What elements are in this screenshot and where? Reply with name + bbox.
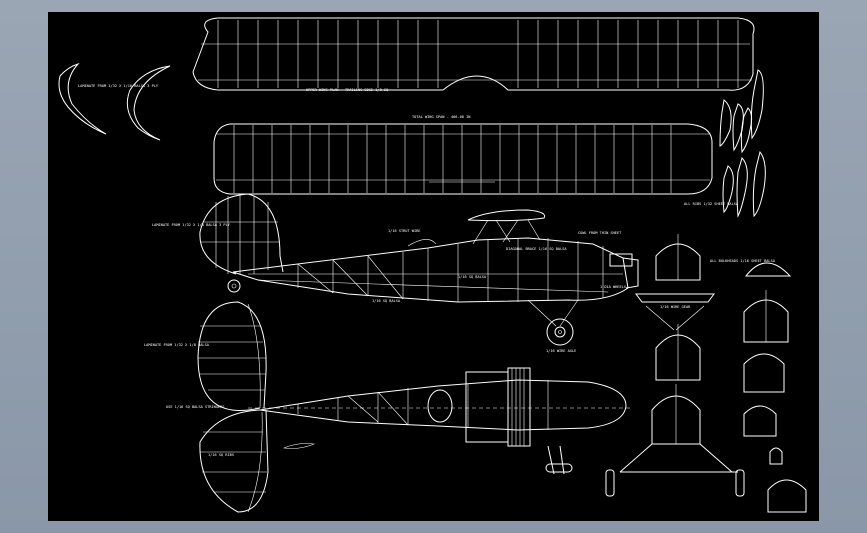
cowl-note: COWL FROM THIN SHEET bbox=[578, 231, 622, 235]
stab-side-note: LAMINATE FROM 1/32 X 1/8 BALSA bbox=[144, 343, 210, 347]
upper-wing-plan bbox=[192, 17, 755, 91]
fuselage-note-2: 1/16 SQ BALSA bbox=[458, 275, 487, 279]
lower-wing-ribs bbox=[233, 125, 672, 193]
cabane-note: 1/16 STRUT WIRE bbox=[388, 229, 420, 233]
wing-tip-outline-right bbox=[126, 65, 171, 141]
rib-note: ALL RIBS 1/32 SHEET BALSA bbox=[684, 202, 739, 206]
top-view-note: USE 1/16 SQ BALSA STRINGERS bbox=[166, 405, 224, 409]
upper-wing-ribs bbox=[217, 20, 739, 88]
lower-wing-plan bbox=[213, 123, 713, 195]
gear-front-note: 1/16 WIRE GEAR bbox=[660, 305, 691, 309]
fuselage-note-3: 1/16 SQ BALSA bbox=[372, 299, 401, 303]
front-view-top bbox=[635, 293, 715, 381]
upper-wing-title: UPPER WING PLAN - TRAILING EDGE 1/8 SQ bbox=[306, 88, 388, 92]
fuselage-note-1: DIAGONAL BRACE 1/16 SQ BALSA bbox=[506, 247, 567, 251]
rib-profiles bbox=[719, 69, 766, 218]
front-view-landing-gear bbox=[605, 384, 745, 497]
tail-side-note: LAMINATE FROM 1/32 X 1/8 BALSA 3 PLY bbox=[152, 223, 231, 227]
gear-note: 1/16 WIRE AXLE bbox=[546, 349, 576, 353]
cad-drawing-sheet: UPPER WING PLAN - TRAILING EDGE 1/8 SQ L… bbox=[48, 12, 819, 521]
bulkhead-note: ALL BULKHEADS 1/16 SHEET BALSA bbox=[710, 259, 776, 263]
biplane-plan-drawing: UPPER WING PLAN - TRAILING EDGE 1/8 SQ L… bbox=[58, 17, 807, 513]
wing-tip-outline-left bbox=[58, 63, 107, 135]
bulkhead-formers bbox=[655, 234, 807, 513]
lower-wing-title: TOTAL WING SPAN - 466.00 IN bbox=[412, 115, 470, 119]
tip-outline-note: LAMINATE FROM 1/32 X 1/16 BALSA 3 PLY bbox=[78, 84, 159, 88]
fuselage-side-view bbox=[199, 193, 639, 346]
wheel-note: 1 DIA WHEELS bbox=[600, 285, 626, 289]
stab-rib-note: 1/16 SQ RIBS bbox=[208, 453, 234, 457]
fuselage-top-view bbox=[197, 301, 630, 513]
